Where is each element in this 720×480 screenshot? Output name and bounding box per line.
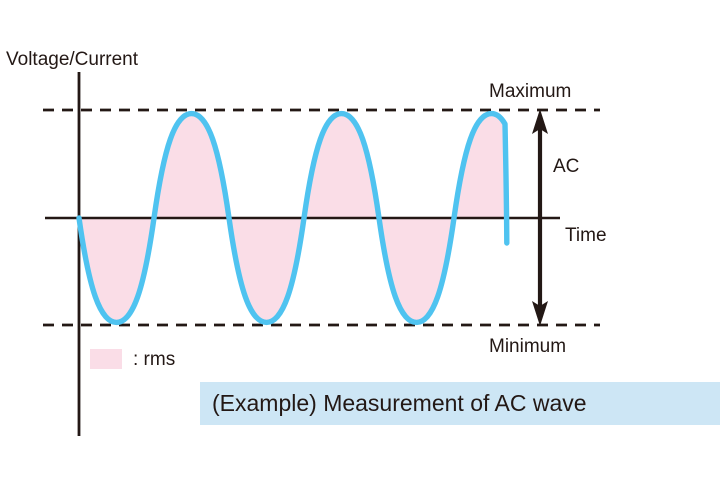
time-axis-label: Time — [565, 225, 607, 246]
legend-label: : rms — [133, 348, 176, 370]
legend: : rms — [90, 349, 175, 369]
rms-swatch-icon — [90, 349, 122, 369]
ac-amplitude-label: AC — [553, 156, 580, 177]
caption-text: (Example) Measurement of AC wave — [212, 390, 587, 416]
ac-waveform-curve — [76, 110, 510, 326]
value-axis-title: Voltage/Current — [6, 49, 139, 70]
caption-bar: (Example) Measurement of AC wave — [200, 382, 720, 425]
maximum-label: Maximum — [489, 81, 572, 102]
minimum-label: Minimum — [489, 336, 567, 357]
ac-amplitude-double-arrow — [532, 109, 548, 326]
